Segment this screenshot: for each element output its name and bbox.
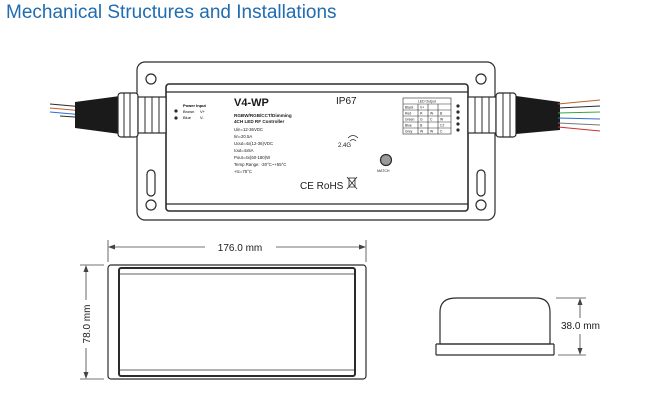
power-input-wire-2: Blue bbox=[183, 115, 192, 120]
led-output-terminals bbox=[456, 104, 460, 132]
power-input-wire-1: Brown bbox=[183, 109, 194, 114]
match-label: MATCH bbox=[377, 169, 390, 173]
description-line-1: RGBW/RGB/CCT/Dimming bbox=[234, 113, 292, 118]
mounting-hole-bottom-left bbox=[145, 199, 157, 211]
led-output-cell: Black bbox=[405, 106, 414, 110]
width-dimension-label: 78.0 mm bbox=[82, 305, 93, 344]
trash-bin-icon bbox=[346, 176, 358, 190]
outline-view bbox=[107, 264, 367, 380]
led-output-cell: W bbox=[430, 130, 434, 134]
length-dimension bbox=[107, 240, 367, 262]
power-input-sign-2: V- bbox=[200, 115, 204, 120]
led-output-cell: R bbox=[420, 112, 423, 116]
power-input-label: Power Input Brown V+ Blue V- bbox=[174, 103, 207, 120]
ip-rating-label: IP67 bbox=[336, 96, 357, 107]
led-output-cell: W bbox=[420, 130, 424, 134]
led-output-cell: B bbox=[420, 124, 423, 128]
match-button bbox=[379, 153, 393, 167]
right-cable-gland bbox=[467, 92, 601, 138]
height-dimension bbox=[556, 297, 586, 356]
mounting-hole-top-right bbox=[475, 73, 487, 85]
led-output-cell: V+ bbox=[420, 106, 424, 110]
spec-line: Iin=20.5A bbox=[234, 134, 252, 139]
spec-line: +tc=75°C bbox=[234, 169, 252, 174]
spec-line: Iout=4x5A bbox=[234, 148, 254, 153]
wireless-icon bbox=[347, 135, 359, 142]
page-title: Mechanical Structures and Installations bbox=[6, 2, 337, 23]
device-body bbox=[165, 83, 469, 212]
led-output-cell: C2 bbox=[440, 124, 444, 128]
length-dimension-label: 176.0 mm bbox=[218, 243, 262, 254]
led-output-cell: W bbox=[440, 118, 444, 122]
mounting-hole-top-left bbox=[145, 73, 157, 85]
model-label: V4-WP bbox=[234, 97, 269, 109]
led-output-cell: Green bbox=[405, 118, 415, 122]
led-output-cell: Blue bbox=[405, 124, 412, 128]
led-output-cell: W bbox=[430, 112, 434, 116]
description-line-2: 4CH LED RF Controller bbox=[234, 119, 284, 124]
certifications-label: CE RoHS bbox=[300, 181, 344, 192]
side-view bbox=[435, 297, 555, 356]
width-dimension bbox=[80, 264, 104, 380]
left-cable-gland bbox=[49, 92, 167, 138]
mounting-flange bbox=[136, 61, 496, 221]
spec-line: Uout=4x(12-36)VDC bbox=[234, 141, 273, 146]
led-output-cell: Grey bbox=[405, 130, 413, 134]
led-output-title: LED Output bbox=[418, 100, 436, 104]
power-input-sign-1: V+ bbox=[200, 109, 206, 114]
mounting-slot-left bbox=[146, 169, 156, 197]
led-output-cell: B bbox=[440, 112, 443, 116]
spec-line: Pout=4x(60-180)W bbox=[234, 155, 271, 160]
device-top-view bbox=[136, 61, 496, 221]
led-output-cell: C bbox=[430, 118, 433, 122]
led-output-cell: Red bbox=[405, 112, 411, 116]
mounting-hole-bottom-right bbox=[475, 199, 487, 211]
spec-line: Temp Range: -30°C~+55°C bbox=[234, 162, 286, 167]
height-dimension-label: 38.0 mm bbox=[561, 321, 600, 332]
led-output-cell: G bbox=[420, 118, 423, 122]
wireless-label: 2.4G bbox=[338, 143, 351, 149]
led-output-table bbox=[402, 97, 452, 135]
mounting-slot-right bbox=[476, 169, 486, 197]
led-output-table-text: LED Output Black V+ Red R W B Green G C … bbox=[405, 100, 444, 134]
spec-list: Uin=12-36VDC Iin=20.5A Uout=4x(12-36)VDC… bbox=[234, 127, 286, 174]
led-output-cell: C bbox=[440, 130, 443, 134]
spec-line: Uin=12-36VDC bbox=[234, 127, 263, 132]
power-input-title: Power Input bbox=[183, 103, 207, 108]
